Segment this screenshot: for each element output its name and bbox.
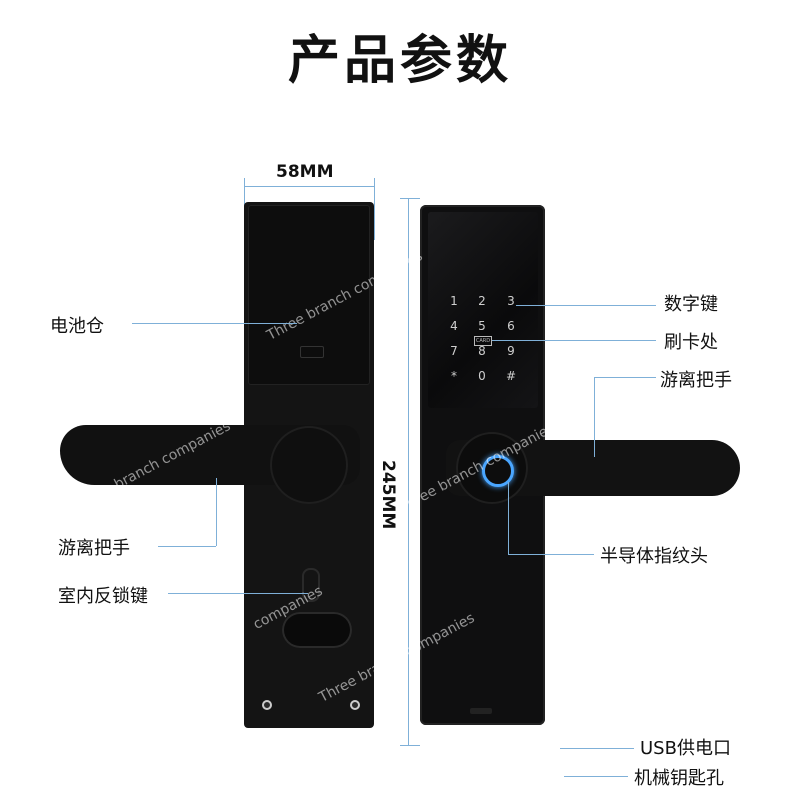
callout-battery-line (132, 323, 297, 324)
width-dimension-label: 58MM (276, 162, 334, 182)
callout-left-handle-line (158, 546, 216, 547)
callout-keyhole-label: 机械钥匙孔 (634, 768, 724, 789)
callout-right-handle-line (594, 377, 656, 378)
fingerprint-sensor-icon[interactable] (482, 455, 514, 487)
callout-card-reader-label: 刷卡处 (664, 332, 718, 353)
keypad-key[interactable]: 3 (507, 294, 515, 308)
width-dimension-line (244, 186, 374, 187)
height-dimension-line (408, 198, 409, 746)
keypad-key[interactable]: 0 (478, 369, 486, 383)
height-dimension-tick-bottom (400, 745, 420, 746)
callout-number-keys-label: 数字键 (664, 294, 718, 315)
keypad-key[interactable]: 2 (478, 294, 486, 308)
callout-card-reader-line (492, 340, 656, 341)
keypad-key[interactable]: # (505, 369, 517, 383)
keypad-key[interactable]: 7 (450, 344, 458, 358)
usb-port (470, 708, 492, 714)
keypad-key[interactable]: 8 (478, 344, 486, 358)
callout-battery-label: 电池仓 (50, 316, 104, 337)
keypad-glass-panel (428, 212, 538, 408)
inner-lock-key[interactable] (282, 612, 352, 648)
left-handle-rose (270, 426, 348, 504)
screw-icon (262, 700, 272, 710)
callout-inner-lock-label: 室内反锁键 (58, 586, 148, 607)
keypad-key[interactable]: 4 (450, 319, 458, 333)
callout-fingerprint-line-v (508, 482, 509, 554)
callout-left-handle-label: 游离把手 (58, 538, 130, 559)
width-dimension-tick-right (374, 178, 375, 240)
height-dimension-label: 245MM (378, 460, 398, 530)
height-dimension-tick-top (400, 198, 420, 199)
callout-number-keys-line (516, 305, 656, 306)
callout-fingerprint-label: 半导体指纹头 (600, 546, 708, 567)
inner-lock-slot (302, 568, 320, 602)
keypad-key[interactable]: 9 (507, 344, 515, 358)
callout-right-handle-label: 游离把手 (660, 370, 732, 391)
screw-icon (350, 700, 360, 710)
callout-inner-lock-line (168, 593, 308, 594)
battery-compartment[interactable] (248, 205, 370, 385)
keypad-key[interactable]: 1 (450, 294, 458, 308)
battery-slot-icon (300, 346, 324, 358)
callout-fingerprint-line (508, 554, 594, 555)
card-reader-mark: CARD (474, 336, 492, 346)
callout-keyhole-line (564, 776, 628, 777)
callout-usb-label: USB供电口 (640, 738, 731, 759)
callout-usb-line (560, 748, 634, 749)
page-title: 产品参数 (287, 31, 512, 91)
keypad-key[interactable]: * (451, 369, 457, 383)
callout-left-handle-line-v (216, 478, 217, 546)
keypad-key[interactable]: 5 (478, 319, 486, 333)
keypad-key[interactable]: 6 (507, 319, 515, 333)
callout-right-handle-line-v (594, 377, 595, 457)
